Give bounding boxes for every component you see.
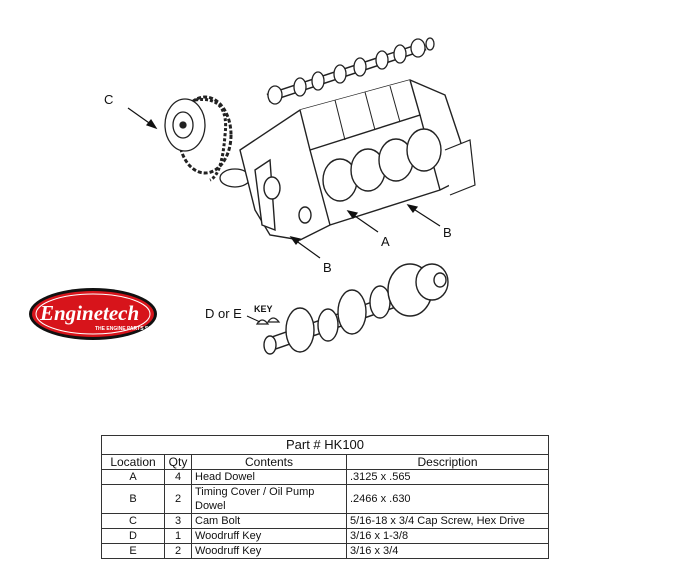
- part-number-title: Part # HK100: [101, 435, 549, 455]
- engine-block-illustration: [239, 79, 476, 241]
- table-row: D 1 Woodruff Key 3/16 x 1-3/8: [101, 528, 549, 544]
- table-row: E 2 Woodruff Key 3/16 x 3/4: [101, 543, 549, 559]
- logo-tagline: THE ENGINE PARTS SOURCE: [95, 326, 167, 332]
- camshaft-illustration: [266, 37, 435, 105]
- table-row: A 4 Head Dowel .3125 x .565: [101, 469, 549, 485]
- parts-table: Part # HK100 Location Qty Contents Descr…: [101, 435, 549, 559]
- table-row: C 3 Cam Bolt 5/16-18 x 3/4 Cap Screw, He…: [101, 513, 549, 529]
- callout-c: C: [104, 92, 113, 107]
- cell-location: A: [101, 469, 165, 485]
- callout-key: KEY: [254, 304, 273, 314]
- cell-description: 5/16-18 x 3/4 Cap Screw, Hex Drive: [346, 513, 549, 529]
- cell-description: 3/16 x 1-3/8: [346, 528, 549, 544]
- cell-contents: Cam Bolt: [191, 513, 347, 529]
- cell-contents: Timing Cover / Oil Pump Dowel: [191, 484, 347, 514]
- table-title-row: Part # HK100: [101, 435, 549, 455]
- header-location: Location: [101, 454, 165, 470]
- cell-location: D: [101, 528, 165, 544]
- header-description: Description: [346, 454, 549, 470]
- enginetech-logo: Enginetech THE ENGINE PARTS SOURCE: [13, 288, 167, 340]
- cell-description: .3125 x .565: [346, 469, 549, 485]
- cell-description: .2466 x .630: [346, 484, 549, 514]
- cell-contents: Head Dowel: [191, 469, 347, 485]
- cell-location: B: [101, 484, 165, 514]
- cell-qty: 3: [164, 513, 192, 529]
- callout-d-or-e: D or E: [205, 306, 242, 321]
- cell-qty: 1: [164, 528, 192, 544]
- header-qty: Qty: [164, 454, 192, 470]
- logo-brand: Enginetech: [39, 301, 139, 325]
- table-header-row: Location Qty Contents Description: [101, 454, 549, 470]
- cell-qty: 2: [164, 543, 192, 559]
- woodruff-key-illustration: [255, 317, 281, 325]
- table-row: B 2 Timing Cover / Oil Pump Dowel .2466 …: [101, 484, 549, 514]
- cell-location: C: [101, 513, 165, 529]
- cell-qty: 2: [164, 484, 192, 514]
- crankshaft-illustration: [263, 263, 449, 355]
- cell-contents: Woodruff Key: [191, 528, 347, 544]
- callout-b-right: B: [443, 225, 452, 240]
- callout-a: A: [381, 234, 390, 249]
- leader-lines: [127, 107, 441, 323]
- timing-set-illustration: [164, 95, 251, 188]
- cell-location: E: [101, 543, 165, 559]
- header-contents: Contents: [191, 454, 347, 470]
- callout-b-lower: B: [323, 260, 332, 275]
- cell-qty: 4: [164, 469, 192, 485]
- cell-description: 3/16 x 3/4: [346, 543, 549, 559]
- cell-contents: Woodruff Key: [191, 543, 347, 559]
